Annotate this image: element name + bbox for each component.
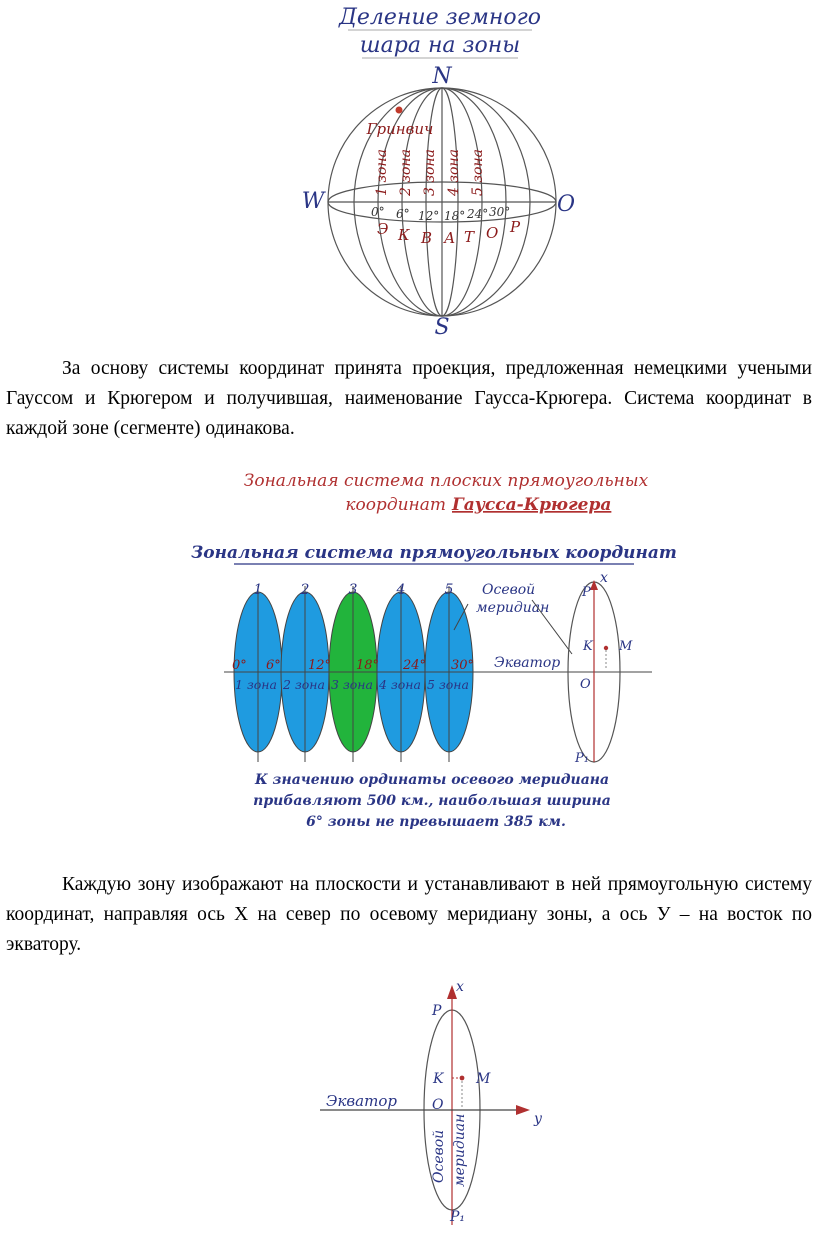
degree-label: 12° xyxy=(418,209,439,223)
equator-letter: А xyxy=(443,229,455,247)
equator-label: Экватор xyxy=(494,655,560,671)
equator-letter: Р xyxy=(509,218,521,236)
point-k-label: K xyxy=(582,639,594,654)
point-m-label: M xyxy=(475,1071,491,1087)
origin-o-label: O xyxy=(432,1097,444,1113)
x-axis-label: x xyxy=(600,570,608,586)
zone-caption: 4 зона xyxy=(378,677,421,692)
equator-label: Экватор xyxy=(326,1092,397,1110)
zone-degree: 24° xyxy=(402,658,426,673)
point-m xyxy=(459,1075,465,1081)
degree-label: 24° xyxy=(466,207,488,221)
point-m xyxy=(603,645,609,651)
equator-letter: К xyxy=(397,226,410,244)
fig2-title-line1: Зональная система плоских прямоугольных xyxy=(244,471,649,491)
origin-o-label: O xyxy=(580,677,591,692)
zone-label-5: 5 зона xyxy=(470,149,486,196)
degree-label: 18° xyxy=(444,209,465,223)
point-k-label: K xyxy=(432,1071,445,1087)
note-line3: 6° зоны не превышает 385 км. xyxy=(306,814,566,830)
note-line2: прибавляют 500 км., наибольшая ширина xyxy=(253,793,611,809)
x-axis-label: x xyxy=(456,979,464,995)
zone-label-2: 2 зона xyxy=(398,149,414,197)
fig1-title-line2: шара на зоны xyxy=(360,33,520,58)
axial-meridian-label-line2: меридиан xyxy=(476,600,549,616)
zone-label-4: 4 зона xyxy=(446,149,462,197)
zone-number: 5 xyxy=(445,582,454,598)
equator-letter: Т xyxy=(464,228,475,246)
zone-degree: 18° xyxy=(356,658,379,673)
equator-letter: О xyxy=(486,224,498,242)
degree-label: 6° xyxy=(396,207,410,221)
pole-p-label: P xyxy=(431,1003,442,1019)
zone-caption: 3 зона xyxy=(331,677,373,692)
zone-caption: 5 зона xyxy=(427,677,469,692)
zone-degree: 6° xyxy=(266,658,281,673)
east-label: O xyxy=(557,192,575,217)
zone-number: 2 xyxy=(300,582,310,598)
zone-caption: 1 зона xyxy=(235,677,277,692)
axial-meridian-label-line2: меридиан xyxy=(452,1114,468,1187)
north-label: N xyxy=(431,64,452,89)
fig1-title-line1: Деление земного xyxy=(338,5,541,30)
zone-degree: 30° xyxy=(451,658,474,673)
equator-letter: Э xyxy=(377,220,388,238)
degree-label: 30° xyxy=(489,205,510,219)
paragraph-gauss-kruger-projection: За основу системы координат принята прое… xyxy=(6,358,812,439)
zone-caption: 2 зона xyxy=(282,677,325,692)
note-line1: К значению ординаты осевого меридиана xyxy=(254,772,609,788)
west-label: W xyxy=(302,189,327,214)
paragraph-zone-coordinate-system: Каждую зону изображают на плоскости и ус… xyxy=(6,874,812,955)
zone-number: 1 xyxy=(254,582,263,598)
south-label: S xyxy=(434,315,449,340)
pole-p1-label: P₁ xyxy=(574,751,589,766)
pole-p-label: P xyxy=(581,585,591,600)
axial-meridian-label-line1: Осевой xyxy=(431,1130,447,1183)
equator-letter: В xyxy=(420,229,432,247)
fig2-title-line2-bold: Гаусса-Крюгера xyxy=(451,495,611,515)
fig2-subtitle: Зональная система прямоугольных координа… xyxy=(191,543,677,563)
globe-outline xyxy=(327,87,557,317)
fig2-title-line2-prefix: координат xyxy=(345,495,446,515)
zone-axes-figure: x y P P₁ K M O Экватор Осевой меридиан xyxy=(320,979,543,1225)
point-m-label: M xyxy=(618,639,633,654)
pole-p1-label: P₁ xyxy=(449,1209,465,1225)
zone-label-1: 1 зона xyxy=(374,149,390,196)
zonal-coordinates-figure: Зональная система плоских прямоугольных … xyxy=(191,471,677,830)
greenwich-label: Гринвич xyxy=(366,120,434,138)
zone-number: 3 xyxy=(349,582,358,598)
degree-label: 0° xyxy=(371,205,385,219)
axial-meridian-label-line1: Осевой xyxy=(482,582,535,598)
zone-number: 4 xyxy=(396,582,406,598)
greenwich-point xyxy=(395,106,403,114)
zone-label-3: 3 зона xyxy=(422,149,438,196)
y-axis-label: y xyxy=(533,1111,543,1127)
zone-degree: 0° xyxy=(232,658,247,673)
globe-zones-figure: Деление земного шара на зоны N S W O Гри… xyxy=(302,5,575,340)
zone-degree: 12° xyxy=(308,658,331,673)
